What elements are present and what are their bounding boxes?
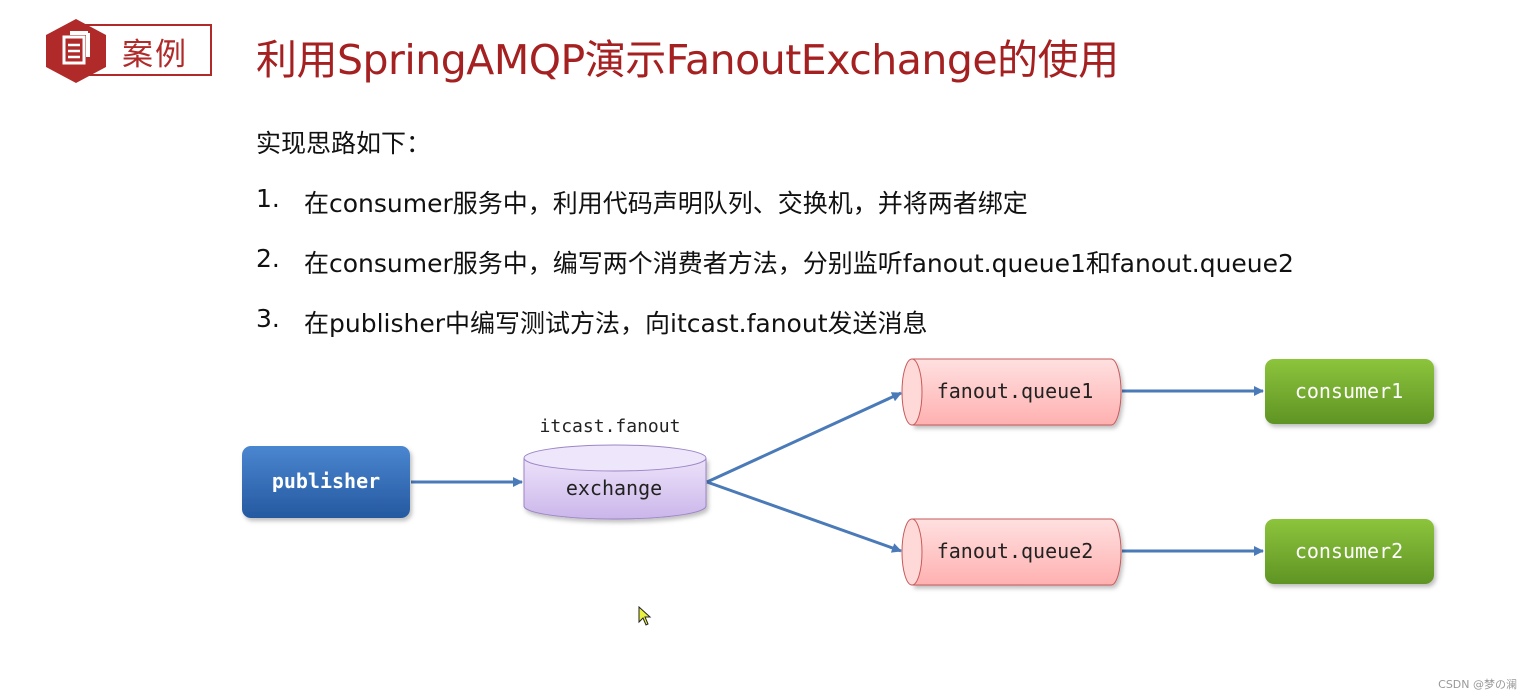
step-item: 1. 在consumer服务中，利用代码声明队列、交换机，并将两者绑定 [256, 184, 1294, 244]
step-number: 1. [256, 184, 280, 213]
step-number: 3. [256, 304, 280, 333]
publisher-node: publisher [242, 446, 410, 518]
queue2-label: fanout.queue2 [937, 539, 1094, 563]
queue1-node: fanout.queue1 [901, 358, 1122, 426]
exchange-label: exchange [566, 476, 662, 500]
queue2-node: fanout.queue2 [901, 518, 1122, 586]
badge-label: 案例 [122, 37, 188, 73]
step-item: 2. 在consumer服务中，编写两个消费者方法，分别监听fanout.que… [256, 244, 1294, 304]
case-badge: 案例 [44, 17, 214, 83]
consumer2-label: consumer2 [1295, 539, 1403, 563]
steps-list: 1. 在consumer服务中，利用代码声明队列、交换机，并将两者绑定 2. 在… [256, 184, 1294, 364]
publisher-label: publisher [272, 469, 380, 493]
queue1-label: fanout.queue1 [937, 379, 1094, 403]
step-item: 3. 在publisher中编写测试方法，向itcast.fanout发送消息 [256, 304, 1294, 364]
consumer1-label: consumer1 [1295, 379, 1403, 403]
step-text: 在consumer服务中，编写两个消费者方法，分别监听fanout.queue1… [304, 249, 1294, 278]
exchange-node: exchange [523, 444, 707, 520]
consumer1-node: consumer1 [1265, 359, 1434, 424]
mouse-cursor-icon [638, 606, 652, 626]
page-title: 利用SpringAMQP演示FanoutExchange的使用 [256, 36, 1119, 84]
exchange-name-label: itcast.fanout [540, 416, 681, 437]
arrow-exchange-queue2 [706, 480, 902, 553]
arrow-exchange-queue1 [706, 391, 902, 484]
document-icon [46, 19, 106, 83]
step-text: 在consumer服务中，利用代码声明队列、交换机，并将两者绑定 [304, 189, 1028, 218]
consumer2-node: consumer2 [1265, 519, 1434, 584]
step-number: 2. [256, 244, 280, 273]
step-text: 在publisher中编写测试方法，向itcast.fanout发送消息 [304, 309, 928, 338]
watermark: CSDN @梦の澜 [1438, 678, 1517, 691]
intro-text: 实现思路如下： [256, 129, 432, 158]
